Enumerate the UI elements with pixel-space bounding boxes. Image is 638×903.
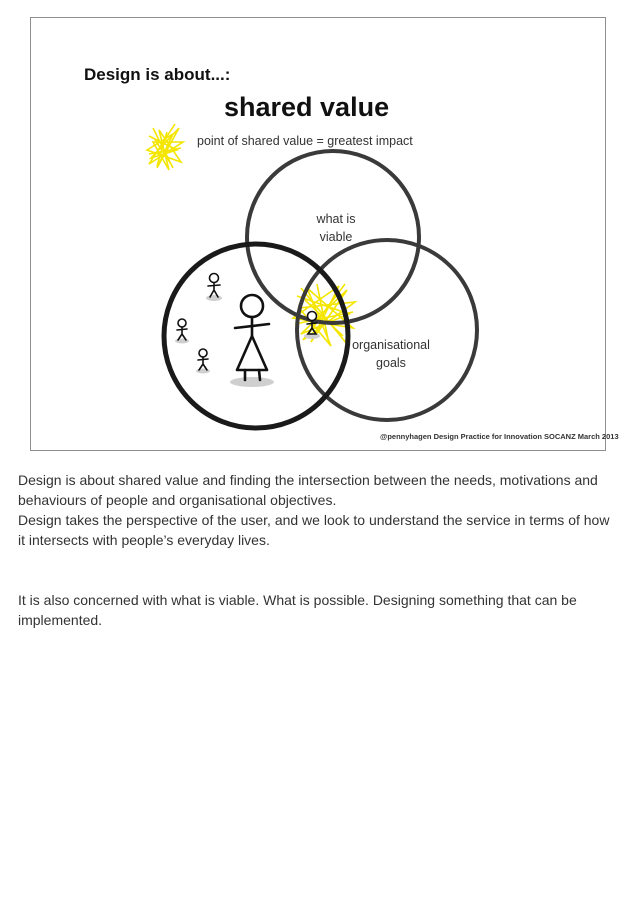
slide-credit: @pennyhagen Design Practice for Innovati… (380, 432, 619, 441)
notes-paragraph: Design is about shared value and finding… (18, 470, 620, 510)
notes-paragraph: Design takes the perspective of the user… (18, 510, 620, 550)
circle-label-line: viable (301, 228, 371, 246)
slide-subtitle: point of shared value = greatest impact (197, 134, 413, 148)
person-small-icon (206, 274, 222, 302)
slide: Design is about...: shared value point o… (30, 17, 606, 451)
slide-title: shared value (224, 92, 389, 123)
notes-spacer (18, 550, 620, 590)
person-small-icon (196, 349, 210, 374)
circle-label-line: what is (301, 210, 371, 228)
person-small-icon (175, 319, 189, 344)
circle-label-line: goals (346, 354, 436, 372)
circle-label-viable: what is viable (301, 210, 371, 246)
notes-paragraph: It is also concerned with what is viable… (18, 590, 620, 630)
highlight-scribble-top (147, 124, 183, 170)
slide-heading: Design is about...: (84, 65, 230, 85)
circle-label-goals: organisational goals (346, 336, 436, 372)
circle-label-line: organisational (346, 336, 436, 354)
speaker-notes: Design is about shared value and finding… (18, 470, 620, 630)
person-large-icon (230, 295, 274, 387)
